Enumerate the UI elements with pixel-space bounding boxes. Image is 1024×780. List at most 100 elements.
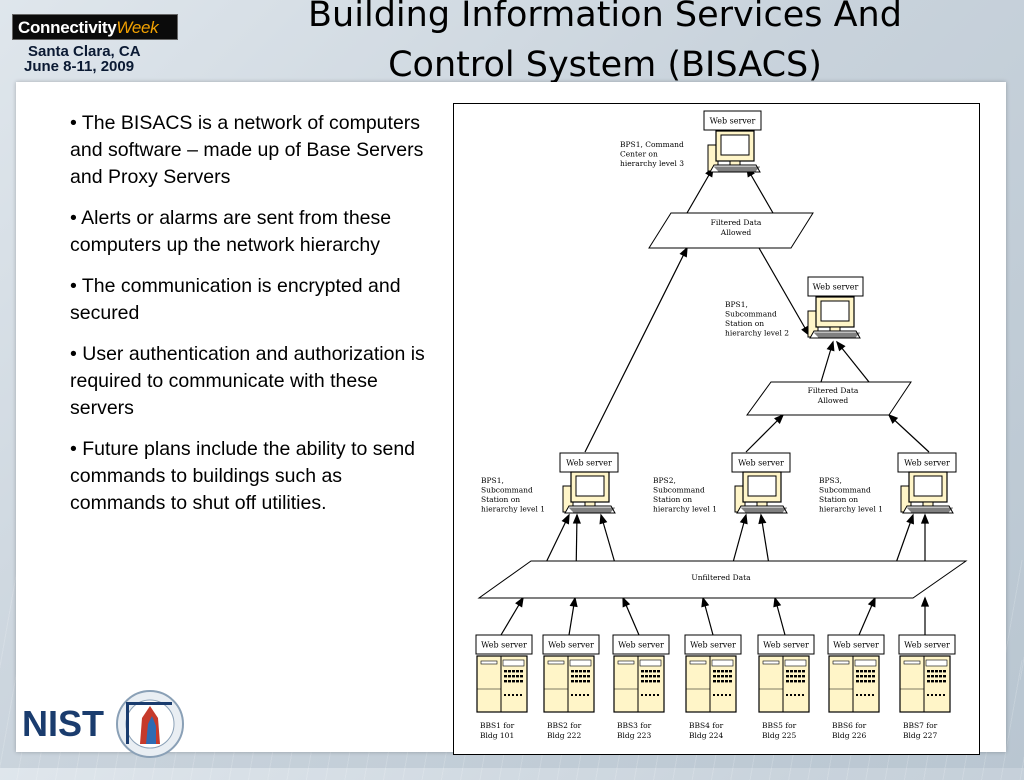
web-server-text: Web server [763,641,809,650]
unfiltered-data-plane [477,560,968,599]
filtered-data-label: Allowed [720,228,752,237]
bps-label: BPS1, [481,476,504,485]
nist-logo: NIST [22,690,184,758]
arrowhead-icon [920,596,930,607]
bbs-label: Bldg 227 [903,731,937,740]
web-server-text: Web server [690,641,736,650]
bbs-label: BBS6 for [832,721,867,730]
bps-label: BPS1, Command [620,140,684,149]
bullet-list: • The BISACS is a network of computers a… [70,110,440,531]
bullet-item: • The communication is encrypted and sec… [70,275,401,324]
computer-icon [807,296,861,339]
arrowhead-icon [906,513,914,525]
filtered-data-label: Filtered Data [808,386,859,395]
bbs-label: Bldg 226 [832,731,866,740]
computer-icon [707,130,761,173]
bps-label: BPS3, [819,476,842,485]
arrowhead-icon [920,513,930,524]
bps-label: hierarchy level 1 [819,505,883,514]
arrowhead-icon [561,513,570,525]
arrowhead-icon [835,340,846,352]
web-server-text: Web server [618,641,664,650]
server-tower-icon [828,655,880,713]
arrowhead-icon [887,413,899,424]
web-server-label [898,634,956,655]
web-server-label [684,634,742,655]
bps-label: Station on [725,319,764,328]
connection-line [745,414,784,453]
arrowhead-icon [826,340,835,352]
connection-line [686,167,714,214]
bbs-label: Bldg 223 [617,731,651,740]
connectivityweek-logo: ConnectivityWeek [12,14,178,40]
web-server-label [542,634,600,655]
bbs-label: Bldg 225 [762,731,796,740]
web-server-text: Web server [813,283,859,292]
unfiltered-data-label: Unfiltered Data [691,573,751,582]
bps-label: Center on [620,150,658,159]
bps-label: Subcommand [481,486,533,495]
bps-label: hierarchy level 2 [725,329,789,338]
arrowhead-icon [569,596,578,608]
nist-logo-text: NIST [22,703,104,744]
bbs-label: BBS4 for [689,721,724,730]
web-server-label [703,110,762,131]
computer-icon [900,471,954,514]
arrowhead-icon [739,513,748,525]
web-server-label [757,634,815,655]
arrowhead-icon [773,596,782,608]
bullet-item: • Alerts or alarms are sent from these c… [70,207,392,256]
bps-label: Subcommand [725,310,777,319]
web-server-label [475,634,533,655]
bps-label: Station on [819,495,858,504]
bbs-label: Bldg 101 [480,731,514,740]
bbs-label: Bldg 222 [547,731,581,740]
bps-label: Subcommand [819,486,871,495]
server-tower-icon [899,655,951,713]
slide-title: Building Information Services And Contro… [180,0,1024,90]
connection-line [746,167,774,214]
arrowhead-icon [622,596,631,608]
arrowhead-icon [758,513,767,525]
server-tower-icon [543,655,595,713]
computer-icon [562,471,616,514]
web-server-text: Web server [738,459,784,468]
arrowhead-icon [679,246,688,258]
bps-label: Subcommand [653,486,705,495]
event-location: Santa Clara, CA [28,43,141,60]
server-tower-icon [476,655,528,713]
web-server-label [807,276,864,297]
web-server-text: Web server [904,459,950,468]
web-server-text: Web server [481,641,527,650]
bbs-label: BBS2 for [547,721,582,730]
arrowhead-icon [867,596,876,608]
arrowhead-icon [774,413,785,424]
bps-label: hierarchy level 1 [653,505,717,514]
bps-label: hierarchy level 1 [481,505,545,514]
web-server-label [827,634,885,655]
connection-line [584,247,688,453]
web-server-text: Web server [710,117,756,126]
connection-line [758,247,810,336]
server-tower-icon [685,655,737,713]
logo-brand: Connectivity [18,18,117,37]
title-line-2: Control System (BISACS) [388,45,822,85]
bps-label: Station on [653,495,692,504]
filtered-data-gate-top [648,212,814,249]
title-line-1: Building Information Services And [308,0,902,35]
arrowhead-icon [701,596,710,608]
web-server-text: Web server [904,641,950,650]
server-tower-icon [758,655,810,713]
web-server-text: Web server [833,641,879,650]
server-tower-icon [613,655,665,713]
arrowhead-icon [572,513,581,524]
connection-line [888,414,930,453]
bps-label: BPS2, [653,476,676,485]
web-server-text: Web server [548,641,594,650]
bullet-item: • Future plans include the ability to se… [70,438,416,514]
bbs-label: BBS1 for [480,721,515,730]
bps-label: BPS1, [725,300,748,309]
bbs-label: Bldg 224 [689,731,723,740]
bps-label: Station on [481,495,520,504]
filtered-data-label: Filtered Data [711,218,762,227]
